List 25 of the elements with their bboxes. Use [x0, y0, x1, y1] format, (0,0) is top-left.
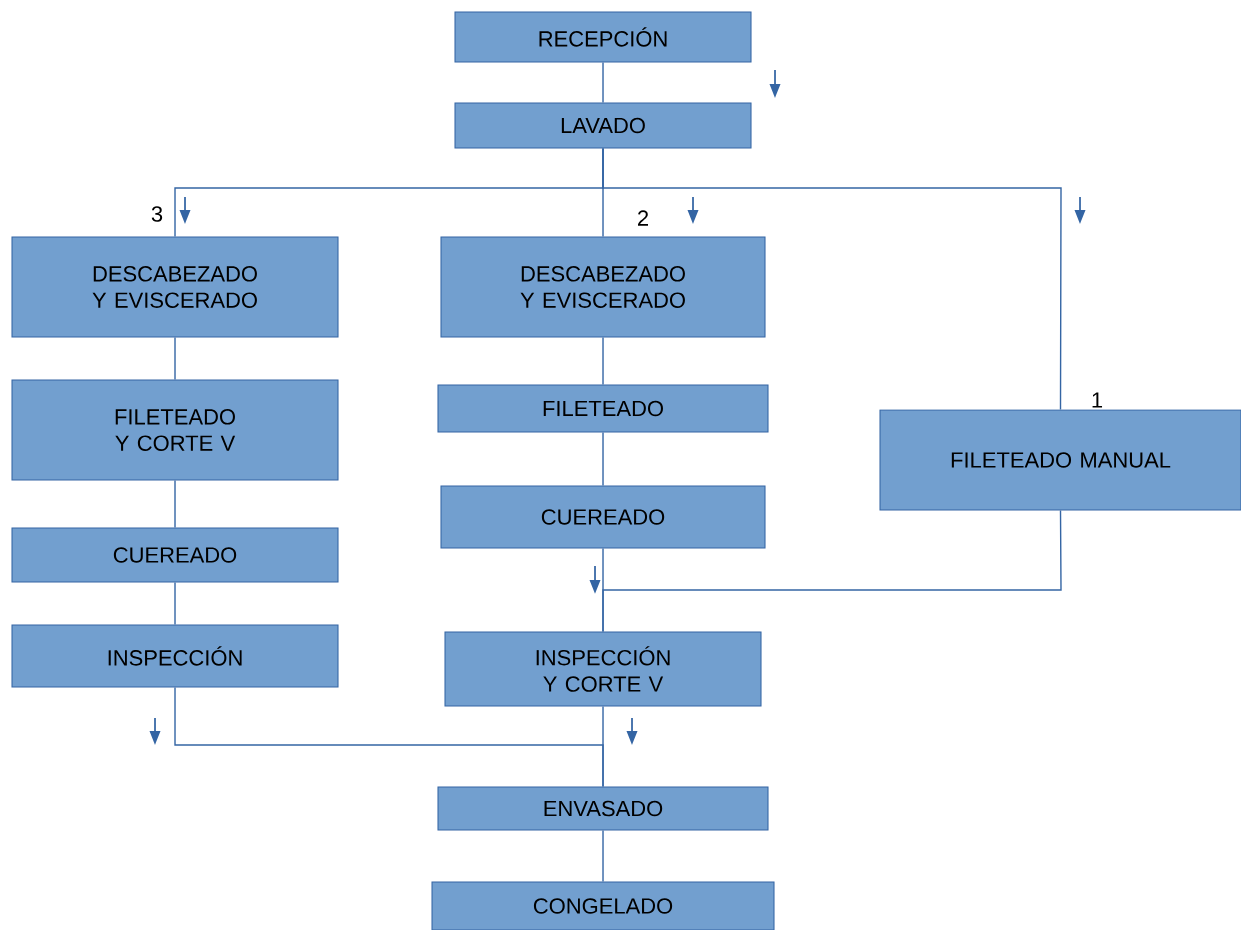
process-box: DESCABEZADO Y EVISCERADO: [11, 236, 339, 338]
connector-line: [602, 705, 604, 788]
process-box: CONGELADO: [431, 881, 775, 930]
connector-line: [174, 336, 176, 381]
process-box: DESCABEZADO Y EVISCERADO: [440, 236, 766, 338]
process-box: CUEREADO: [440, 485, 766, 549]
connector-line: [602, 431, 604, 487]
process-box: CUEREADO: [11, 527, 339, 583]
process-box: RECEPCIÓN: [454, 11, 752, 63]
connector-line: [602, 829, 604, 883]
process-box: INSPECCIÓN: [11, 624, 339, 688]
connector-line: [602, 147, 1062, 411]
branch-number: 2: [638, 210, 648, 226]
process-box: FILETEADO: [437, 384, 769, 433]
connector-line: [174, 479, 176, 529]
process-box: LAVADO: [454, 102, 752, 149]
connector-line: [602, 509, 1062, 633]
branch-number: 3: [151, 206, 163, 222]
process-box: INSPECCIÓN Y CORTE V: [444, 631, 762, 707]
process-box: ENVASADO: [437, 786, 769, 831]
process-box: FILETEADO Y CORTE V: [11, 379, 339, 481]
process-box: FILETEADO MANUAL: [879, 409, 1241, 511]
connector-line: [602, 336, 604, 386]
connector-line: [174, 581, 176, 626]
connector-line: [602, 61, 604, 104]
